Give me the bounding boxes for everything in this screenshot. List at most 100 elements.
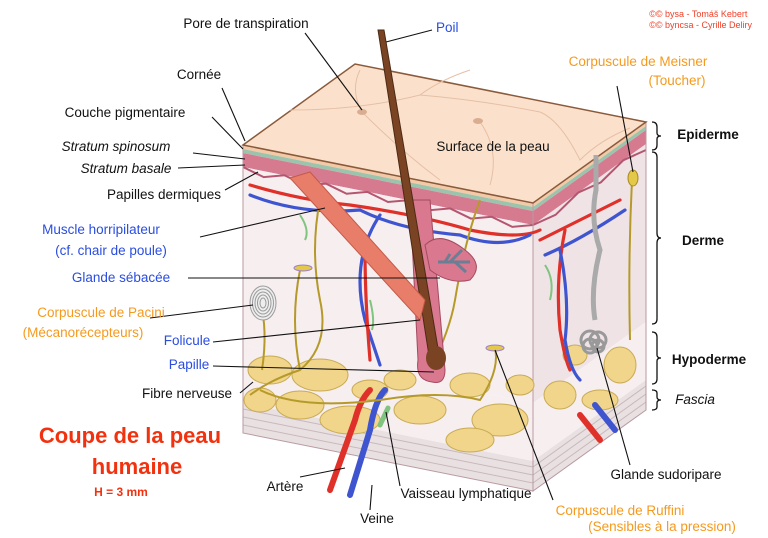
vein (592, 402, 618, 433)
leader-line (199, 207, 326, 238)
leader-line (221, 87, 246, 142)
label-artere: Artère (266, 479, 304, 494)
credit-line: ©© bysa - Tomáš Kebert (649, 9, 748, 19)
fascia-fiber (242, 408, 534, 468)
label-stratum-basale: Stratum basale (80, 161, 172, 176)
leader-line (385, 29, 433, 43)
label-papille: Papille (168, 357, 210, 372)
lymphatic-vessel (299, 214, 308, 241)
pacinian-corpuscle (254, 291, 272, 315)
sweat-pore (473, 118, 483, 124)
pacinian-corpuscle (252, 288, 274, 318)
layer-stratum-basale (533, 126, 646, 211)
layer-stratum-corneum (243, 145, 533, 207)
surface-lines (289, 69, 631, 186)
leader-line (299, 467, 346, 478)
leader-line (224, 171, 259, 191)
ruffini-corpuscle (293, 264, 313, 272)
brace-hypoderme (651, 331, 662, 385)
skin-surface (241, 63, 648, 204)
leader-line (149, 304, 254, 319)
sweat-gland-coil (581, 337, 599, 355)
fat-lobule (445, 427, 495, 453)
label-glande-sudoripare: Glande sudoripare (610, 467, 722, 482)
brace-epiderme (651, 121, 662, 151)
artery (327, 387, 373, 493)
label-glande-sebacee: Glande sébacée (71, 270, 171, 285)
layer-braces (651, 121, 662, 411)
nerve-fiber (259, 347, 497, 405)
brace-fascia (651, 389, 662, 411)
sweat-duct (590, 155, 603, 321)
hair-bulb (426, 346, 446, 370)
sweat-pore (357, 109, 367, 115)
vein-network (543, 208, 627, 257)
label-fibre-nerveuse: Fibre nerveuse (141, 386, 233, 401)
brace-derme (651, 151, 662, 325)
label-cornee: Cornée (176, 67, 222, 82)
label-meisner: Corpuscule de Meisner (568, 54, 708, 69)
layer-epidermis-living (533, 130, 646, 225)
label-stratum-spinosum: Stratum spinosum (61, 139, 171, 154)
layer-fascia: Fascia (675, 392, 715, 407)
title-line-2: humaine (91, 454, 183, 479)
label-muscle-note: (cf. chair de poule) (55, 243, 167, 258)
fat-lobule (243, 387, 277, 413)
meissner-corpuscle (627, 169, 639, 187)
label-vaisseau-lymphatique: Vaisseau lymphatique (400, 486, 532, 501)
fat-lobule (247, 355, 293, 385)
credit-line: ©© byncsa - Cyrille Deliry (649, 20, 752, 30)
artery-network (248, 183, 542, 237)
label-pore: Pore de transpiration (183, 16, 309, 31)
leader-line (192, 152, 246, 160)
leader-line (239, 381, 254, 394)
lymphatic-vessel (369, 299, 375, 331)
label-ruffini: Corpuscule de Ruffini (555, 503, 685, 518)
fascia-fiber (532, 393, 647, 476)
pacinian-corpuscle (249, 285, 277, 321)
nerve-fiber (294, 269, 301, 371)
credits: ©© bysa - Tomáš Kebert ©© byncsa - Cyril… (649, 9, 752, 31)
leader-line (385, 411, 401, 487)
label-poil: Poil (436, 20, 459, 35)
pacinian-corpuscle (259, 297, 267, 309)
label-papilles: Papilles dermiques (106, 187, 222, 202)
leader-line (177, 164, 246, 169)
label-ruffini-note: (Sensibles à la pression) (588, 519, 736, 534)
nerve-fiber (628, 179, 633, 341)
label-muscle: Muscle horripilateur (42, 222, 160, 237)
label-pacini-note: (Mécanorécepteurs) (22, 325, 144, 340)
fascia-fiber (532, 401, 647, 484)
fat-lobule (291, 358, 349, 392)
dermal-papillae (532, 149, 647, 226)
label-folicule: Folicule (163, 333, 211, 348)
layer-stratum-corneum (533, 122, 646, 207)
label-surface: Surface de la peau (436, 139, 550, 154)
artery-network (538, 198, 622, 242)
leader-line (596, 347, 631, 466)
pacinian-corpuscle (257, 294, 269, 312)
layer-derme: Derme (681, 233, 725, 248)
leader-line (369, 484, 373, 511)
layer-epiderme: Epiderme (677, 127, 739, 142)
fat-lobule (275, 390, 325, 420)
leader-line (494, 349, 554, 501)
fat-lobule (505, 374, 535, 396)
fat-lobule (383, 369, 417, 391)
title-line-1: Coupe de la peau (38, 423, 222, 448)
scale-note: H = 3 mm (94, 485, 148, 499)
layer-epidermis-living (243, 153, 533, 225)
vein-branch (558, 248, 582, 382)
label-couche-pigmentaire: Couche pigmentaire (64, 105, 186, 120)
fat-lobule (543, 380, 577, 410)
leader-line (212, 365, 435, 373)
leader-line (211, 116, 244, 150)
label-meisner-note: (Toucher) (648, 73, 706, 88)
leader-line (304, 32, 363, 111)
fat-lobule (393, 395, 447, 425)
artery (577, 412, 603, 443)
fascia-fiber (242, 424, 534, 484)
lymphatic-vessel (544, 264, 553, 301)
skin-structures (243, 155, 639, 498)
